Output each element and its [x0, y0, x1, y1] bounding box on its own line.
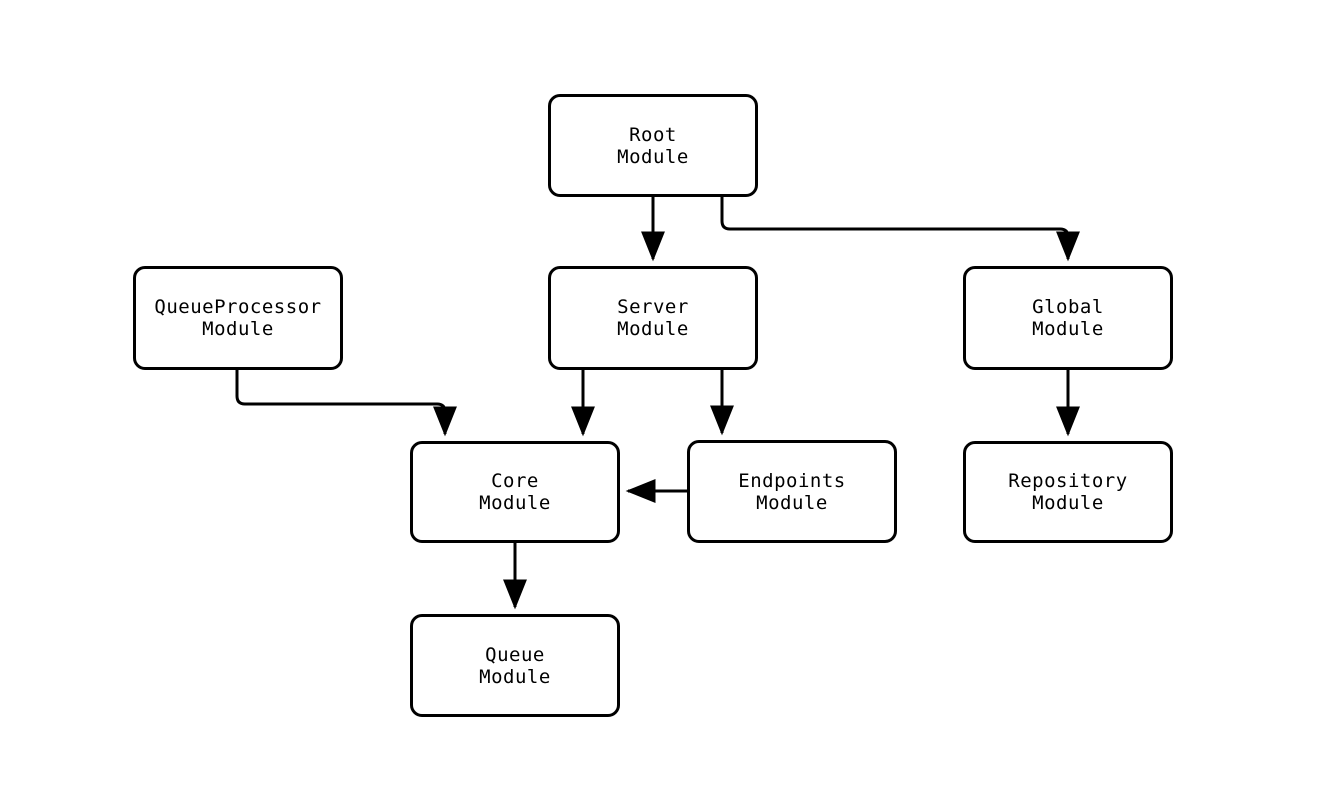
- node-repository-module-label: Repository Module: [1008, 470, 1128, 514]
- node-repository-module[interactable]: Repository Module: [963, 441, 1173, 543]
- node-core-module[interactable]: Core Module: [410, 441, 620, 543]
- node-queue-module-label: Queue Module: [479, 643, 551, 688]
- edge-root-to-global: [720, 197, 1080, 262]
- node-root-module[interactable]: Root Module: [548, 94, 758, 197]
- node-global-module-label: Global Module: [1032, 296, 1104, 340]
- node-global-module[interactable]: Global Module: [963, 266, 1173, 370]
- node-core-module-label: Core Module: [479, 470, 551, 514]
- node-queueprocessor-module[interactable]: QueueProcessor Module: [133, 266, 343, 370]
- node-queue-module[interactable]: Queue Module: [410, 614, 620, 717]
- node-queueprocessor-module-label: QueueProcessor Module: [154, 296, 322, 340]
- edge-queueprocessor-to-core: [235, 370, 457, 437]
- node-root-module-label: Root Module: [617, 123, 689, 168]
- node-endpoints-module-label: Endpoints Module: [738, 469, 846, 514]
- node-endpoints-module[interactable]: Endpoints Module: [687, 440, 897, 543]
- node-server-module[interactable]: Server Module: [548, 266, 758, 370]
- node-server-module-label: Server Module: [617, 296, 689, 340]
